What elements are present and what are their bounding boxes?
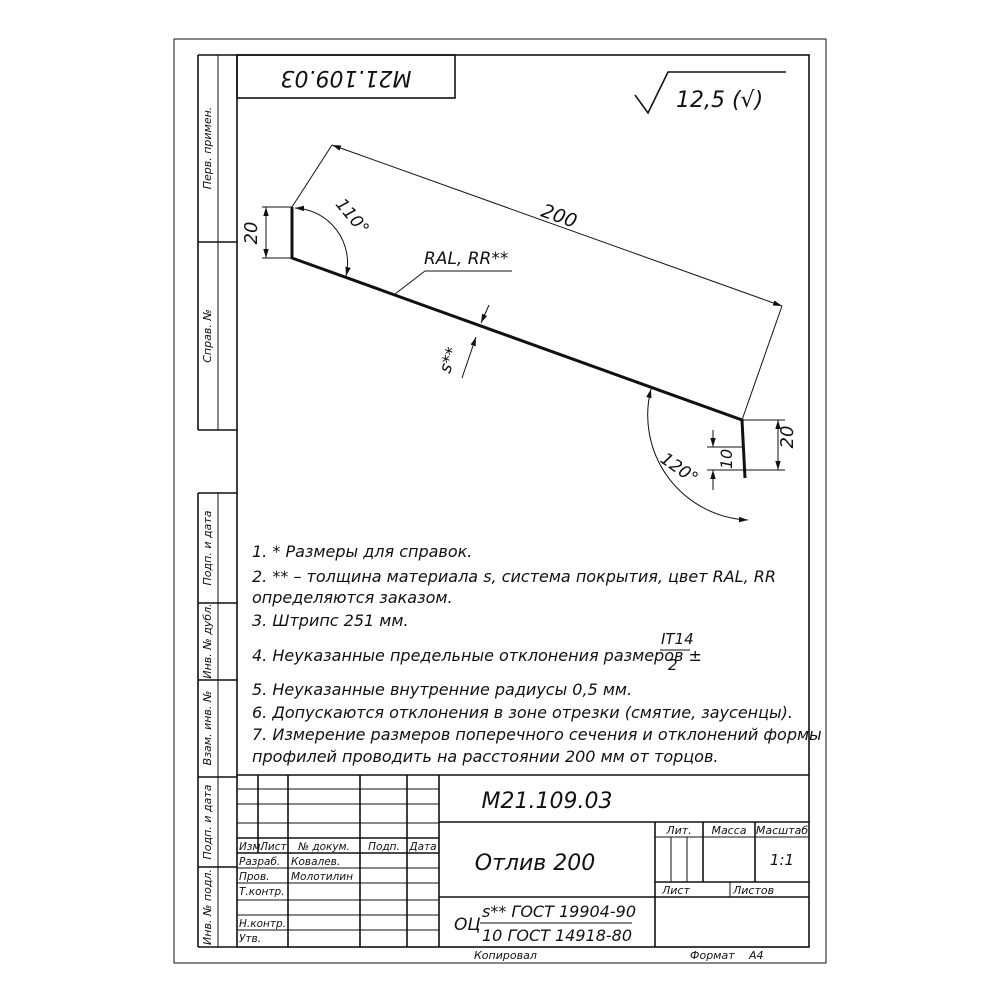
stamp-product-name: Отлив 200 [475,851,595,876]
coating-leader: RAL, RR** [394,249,512,295]
hdr-doc-no: № докум. [297,841,350,853]
copied-label: Копировал [474,949,537,962]
dim-thickness: s** [435,304,490,379]
roughness-value: 12,5 (√) [676,88,763,113]
role-developed: Разраб. [239,856,280,868]
label-inv-podl: Инв. № подл. [201,869,214,945]
format-label: Формат [690,949,735,962]
note-7-cont: профилей проводить на расстоянии 200 мм … [252,747,718,766]
person-checked: Молотилин [291,871,353,883]
dim-right-flange-value: 20 [777,426,798,449]
tolerance-numerator: IT14 [661,630,694,648]
dim-left-flange-value: 20 [241,222,262,245]
label-perv-primen: Перв. примен. [201,107,214,190]
note-2-cont: определяются заказом. [252,588,453,607]
left-strip-bottom: Подп. и дата Инв. № дубл. Взам. инв. № П… [197,492,237,948]
roughness-symbol: 12,5 (√) [634,71,786,115]
frame-border [236,54,810,948]
hdr-date: Дата [408,841,436,853]
outer-border [173,38,827,964]
label-vzam-inv: Взам. инв. № [201,691,214,766]
label-podp-data-1: Подп. и дата [201,510,214,585]
thickness-label: s** [435,345,463,376]
hdr-mass: Масса [711,824,746,837]
hdr-sheet: Лист [661,884,690,897]
stamp-material-prefix: ОЦ [454,915,481,935]
hdr-scale: Масштаб [756,824,808,837]
stamp-material-line1: s** ГОСТ 19904-90 [482,902,636,921]
role-tech-control: Т.контр. [239,886,285,898]
scale-value: 1:1 [770,851,794,869]
note-5: 5. Неуказанные внутренние радиусы 0,5 мм… [252,680,632,699]
dim-length-value: 200 [538,200,580,233]
angle-top-value: 110° [331,195,373,239]
note-6: 6. Допускаются отклонения в зоне отрезки… [252,703,793,722]
rotated-designation: M21.109.03 [281,65,412,90]
hdr-sheets: Листов [732,884,774,897]
left-strip-top: Перв. примен. Справ. № [197,54,237,431]
note-7: 7. Измерение размеров поперечного сечени… [252,725,822,744]
stamp-material-line2: 10 ГОСТ 14918-80 [482,926,632,945]
tolerance-fraction: IT14 2 [660,630,694,674]
role-norm-control: Н.контр. [239,918,286,930]
title-block: M21.109.03 Отлив 200 ОЦ s** ГОСТ 19904-9… [237,774,809,947]
technical-notes: 1. * Размеры для справок. 2. ** – толщин… [252,542,822,766]
label-inv-dubl: Инв. № дубл. [201,603,214,678]
dim-right-inner-value: 10 [717,449,736,469]
dim-length: 200 [291,144,783,421]
dim-right-flange: 20 10 [707,419,798,490]
tolerance-denominator: 2 [668,656,678,674]
note-4: 4. Неуказанные предельные отклонения раз… [252,646,702,665]
hdr-sign: Подп. [368,841,400,853]
note-2: 2. ** – толщина материала s, система пок… [252,567,776,586]
person-developed: Ковалев. [291,856,340,868]
role-approved: Утв. [239,933,261,945]
coating-label: RAL, RR** [424,249,508,269]
dim-left-flange: 20 [241,206,292,259]
hdr-lit: Лит. [665,824,691,837]
angle-bottom-value: 120° [656,449,701,489]
hdr-izm: Изм. [239,841,264,853]
role-checked: Пров. [239,871,270,883]
hdr-list: Лист [259,841,287,853]
rotated-designation-box: M21.109.03 [236,54,456,99]
note-1: 1. * Размеры для справок. [252,542,472,561]
profile-part [290,207,747,479]
stamp-designation: M21.109.03 [482,789,613,814]
format-value: А4 [748,949,764,962]
label-podp-data-2: Подп. и дата [201,784,214,859]
label-sprav-no: Справ. № [201,309,214,363]
note-3: 3. Штрипс 251 мм. [252,611,409,630]
